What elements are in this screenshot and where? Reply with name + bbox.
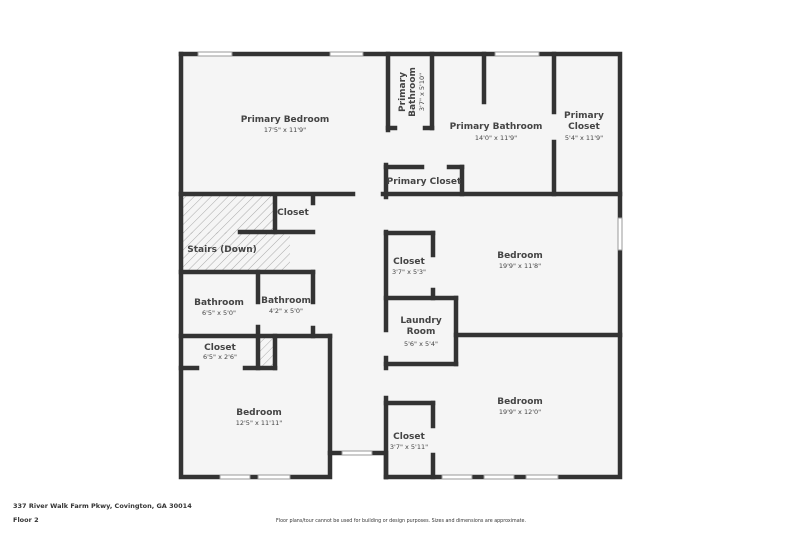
room-name: Closet <box>204 343 236 353</box>
room-dims: 6'5" x 2'6" <box>203 353 237 361</box>
room-name: Closet <box>393 257 425 267</box>
room-name: Bedroom <box>497 397 543 407</box>
room-dims: 12'5" x 11'11" <box>236 419 282 427</box>
room-name: Primary <box>564 111 604 121</box>
room-dims: 4'2" x 5'0" <box>269 307 303 315</box>
walls <box>178 51 623 480</box>
floor-label: Floor 2 <box>13 516 39 524</box>
room-name: Primary Bedroom <box>241 115 330 125</box>
room-name: Bathroom <box>194 298 244 308</box>
room-name: Stairs (Down) <box>187 245 256 255</box>
room-dims: 3'7" x 5'10" <box>418 73 426 111</box>
windows <box>197 51 623 480</box>
room-name: Laundry <box>400 316 442 326</box>
room-name: Closet <box>277 208 309 218</box>
room-name: Closet <box>393 432 425 442</box>
room-name: Primary Bathroom <box>450 122 543 132</box>
room-name: Primary <box>398 72 408 112</box>
disclaimer: Floor plans/tour cannot be used for buil… <box>276 519 527 524</box>
room-name: Closet <box>568 122 600 132</box>
room-dims: 3'7" x 5'3" <box>392 268 426 276</box>
stairs-hatch <box>183 196 290 367</box>
room-dims: 19'9" x 11'8" <box>499 262 541 270</box>
room-dims: 6'5" x 5'0" <box>202 309 236 317</box>
room-name: Primary Closet <box>387 177 462 187</box>
address: 337 River Walk Farm Pkwy, Covington, GA … <box>13 502 192 510</box>
room-dims: 5'6" x 5'4" <box>404 340 438 348</box>
room-name: Room <box>407 327 436 337</box>
room-dims: 5'4" x 11'9" <box>565 134 603 142</box>
room-dims: 14'0" x 11'9" <box>475 134 517 142</box>
room-dims: 3'7" x 5'11" <box>390 443 428 451</box>
room-dims: 17'5" x 11'9" <box>264 126 306 134</box>
room-dims: 19'9" x 12'0" <box>499 408 541 416</box>
room-name: Bedroom <box>497 251 543 261</box>
room-name: Bathroom <box>261 296 311 306</box>
room-name: Bathroom <box>408 67 418 117</box>
room-name: Bedroom <box>236 408 282 418</box>
